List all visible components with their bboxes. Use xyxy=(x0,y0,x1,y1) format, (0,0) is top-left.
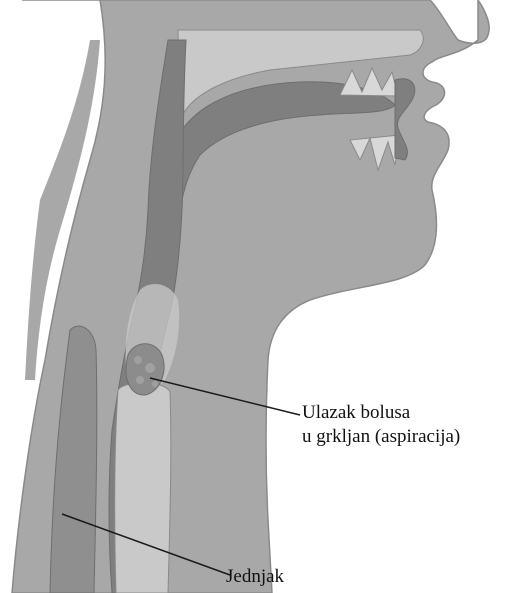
aspiration-label-line2: u grkljan (aspiracija) xyxy=(302,426,460,448)
trachea xyxy=(115,383,171,593)
aspiration-label-line1: Ulazak bolusa xyxy=(302,402,410,424)
esophagus-label: Jednjak xyxy=(226,566,284,588)
